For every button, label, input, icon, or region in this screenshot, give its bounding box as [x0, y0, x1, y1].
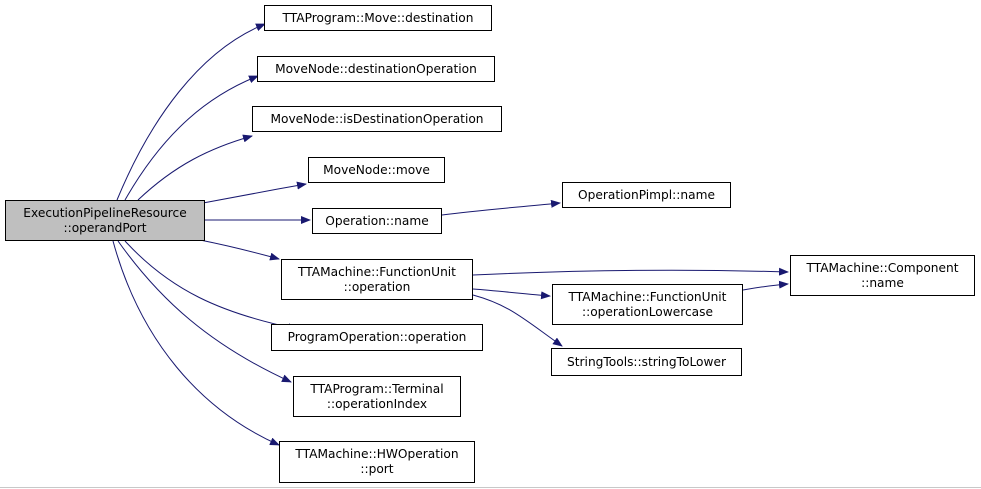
- node-component-name[interactable]: TTAMachine::Component ::name: [790, 255, 975, 296]
- node-string-to-lower-label: StringTools::stringToLower: [567, 354, 726, 369]
- node-destination-operation[interactable]: MoveNode::destinationOperation: [257, 56, 495, 82]
- node-hw-operation-port-line-1: TTAMachine::HWOperation: [295, 447, 459, 461]
- node-is-destination-operation[interactable]: MoveNode::isDestinationOperation: [252, 106, 502, 132]
- node-string-to-lower[interactable]: StringTools::stringToLower: [551, 348, 742, 376]
- node-function-unit-operation-line-2: ::operation: [343, 279, 411, 294]
- node-program-operation[interactable]: ProgramOperation::operation: [271, 324, 483, 351]
- edge-root-to-program-operation: [124, 240, 298, 332]
- node-component-name-line-1: TTAMachine::Component: [806, 260, 959, 275]
- node-root-line-1: ExecutionPipelineResource: [23, 205, 187, 220]
- edge-root-to-move-destination: [116, 23, 266, 201]
- node-move-destination-label: TTAProgram::Move::destination: [282, 10, 474, 25]
- node-program-operation-label: ProgramOperation::operation: [287, 330, 467, 344]
- node-operation-name-label: Operation::name: [325, 213, 429, 228]
- node-function-unit-operation-line-1: TTAMachine::FunctionUnit: [298, 264, 456, 279]
- node-destination-operation-label: MoveNode::destinationOperation: [275, 61, 477, 76]
- node-operation-lowercase-line-2: ::operationLowercase: [582, 304, 713, 319]
- node-move-node-move[interactable]: MoveNode::move: [308, 157, 445, 183]
- edge-operation-name-to-operation-pimpl-name: [441, 199, 561, 216]
- node-root-line-2: ::operandPort: [63, 220, 147, 235]
- node-root: ExecutionPipelineResource ::operandPort: [5, 200, 205, 241]
- node-operation-lowercase-line-1: TTAMachine::FunctionUnit: [568, 289, 727, 304]
- edge-operation-lowercase-to-component-name: [742, 280, 789, 291]
- node-hw-operation-port[interactable]: TTAMachine::HWOperation ::port: [279, 441, 475, 483]
- node-terminal-operation-index-line-2: ::operationIndex: [326, 396, 428, 411]
- edge-root-to-terminal-operation-index: [117, 240, 292, 383]
- edge-function-unit-operation-to-component-name: [472, 267, 789, 276]
- edge-root-to-move-node-move: [202, 181, 307, 204]
- node-component-name-line-2: ::name: [861, 275, 904, 290]
- edge-function-unit-operation-to-operation-lowercase: [472, 288, 551, 300]
- node-operation-name[interactable]: Operation::name: [312, 208, 442, 234]
- node-terminal-operation-index[interactable]: TTAProgram::Terminal ::operationIndex: [293, 376, 461, 417]
- node-operation-pimpl-name[interactable]: OperationPimpl::name: [562, 182, 731, 208]
- edge-root-to-is-destination-operation: [137, 134, 253, 201]
- node-operation-pimpl-name-label: OperationPimpl::name: [578, 187, 715, 202]
- node-is-destination-operation-label: MoveNode::isDestinationOperation: [270, 111, 484, 126]
- edge-root-to-destination-operation: [124, 75, 259, 201]
- node-operation-lowercase[interactable]: TTAMachine::FunctionUnit ::operationLowe…: [552, 284, 743, 325]
- node-move-node-move-label: MoveNode::move: [323, 162, 430, 177]
- edge-root-to-hw-operation-port: [112, 240, 280, 446]
- node-terminal-operation-index-line-1: TTAProgram::Terminal: [310, 381, 444, 396]
- node-move-destination[interactable]: TTAProgram::Move::destination: [264, 5, 492, 31]
- edge-root-to-function-unit-operation: [199, 239, 280, 261]
- bottom-divider: [0, 487, 981, 488]
- node-hw-operation-port-line-2: ::port: [360, 462, 394, 476]
- node-function-unit-operation[interactable]: TTAMachine::FunctionUnit ::operation: [281, 259, 473, 300]
- edge-function-unit-operation-to-string-to-lower: [472, 294, 563, 347]
